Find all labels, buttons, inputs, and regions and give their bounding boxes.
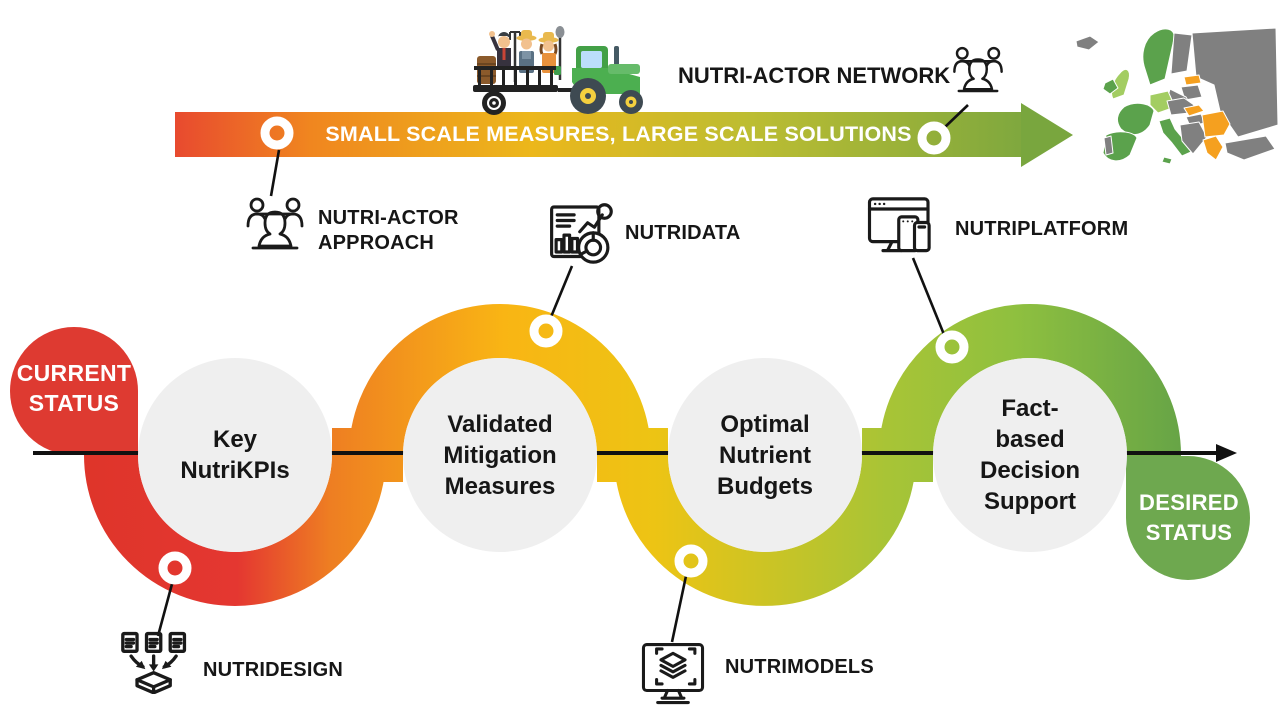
module-label-nutrimodels: NUTRIMODELS bbox=[725, 656, 874, 678]
europe-map bbox=[1075, 27, 1279, 165]
connector-nutriplatform bbox=[911, 257, 947, 338]
ring-marker-nutridata bbox=[529, 314, 563, 348]
connector-nutrimodels bbox=[670, 575, 688, 643]
connector-nutridata bbox=[549, 265, 574, 318]
step-circle-1 bbox=[138, 358, 332, 552]
connector-nutridesign bbox=[156, 583, 174, 637]
people-group-icon bbox=[953, 46, 1003, 93]
timeline-arrowhead bbox=[1216, 444, 1237, 462]
devices-icon bbox=[867, 197, 931, 253]
ring-marker-banner-right bbox=[917, 121, 951, 155]
banner-label: SMALL SCALE MEASURES, LARGE SCALE SOLUTI… bbox=[325, 122, 912, 146]
ring-marker-nutrimodels bbox=[674, 544, 708, 578]
desired-status-blob bbox=[1126, 456, 1250, 580]
farmers-tractor-illustration bbox=[473, 26, 643, 115]
people-group-icon bbox=[246, 197, 304, 250]
step-circle-4 bbox=[933, 358, 1127, 552]
chart-report-icon bbox=[550, 203, 613, 264]
current-status-blob bbox=[10, 327, 138, 455]
ring-marker-nutriplatform bbox=[935, 330, 969, 364]
ring-marker-nutridesign bbox=[158, 551, 192, 585]
documents-collect-icon bbox=[121, 631, 187, 694]
network-label: NUTRI-ACTOR NETWORK bbox=[678, 63, 951, 88]
connector-approach bbox=[269, 149, 281, 197]
banner-arrowhead bbox=[1021, 103, 1073, 167]
layers-monitor-icon bbox=[641, 643, 705, 705]
step-circle-2 bbox=[403, 358, 597, 552]
banner-arrow: SMALL SCALE MEASURES, LARGE SCALE SOLUTI… bbox=[175, 112, 1022, 157]
module-label-nutriplatform: NUTRIPLATFORM bbox=[955, 218, 1129, 240]
step-circle-3 bbox=[668, 358, 862, 552]
ring-marker-banner-left bbox=[260, 116, 294, 150]
connector-network bbox=[943, 104, 969, 129]
module-label-nutridata: NUTRIDATA bbox=[625, 222, 741, 244]
module-label-nutridesign: NUTRIDESIGN bbox=[203, 659, 343, 681]
